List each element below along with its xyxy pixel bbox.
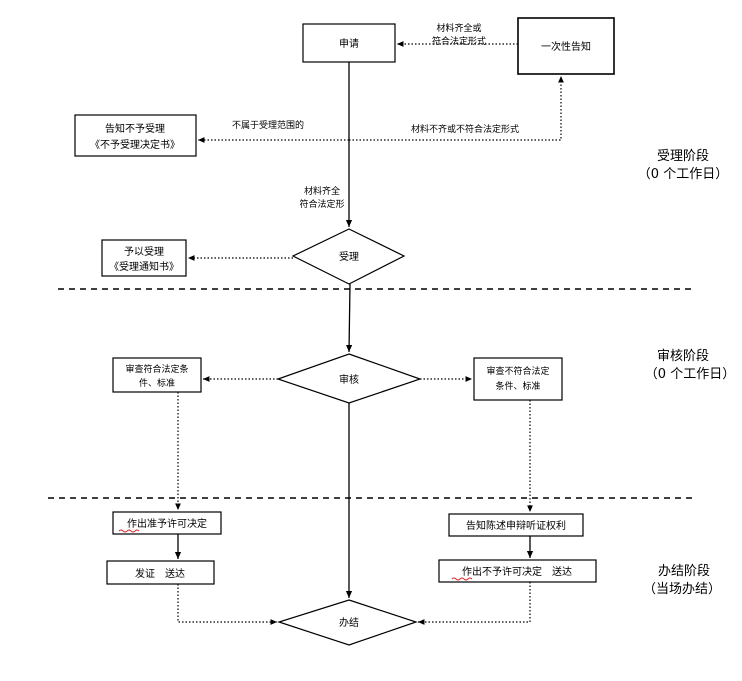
reject-box [74, 114, 197, 157]
edge-issue-to-finish [177, 584, 277, 625]
stage-review-title: 审核阶段 [657, 349, 709, 364]
accept-notice-box [101, 239, 187, 277]
edge-label-complete-top-2: 符合法定形式 [432, 35, 486, 47]
accept-diamond [291, 228, 406, 285]
edge-label-out-of-scope: 不属于受理范围的 [232, 119, 304, 131]
notify-once-label: 一次性告知 [541, 40, 591, 53]
inform-rights-label: 告知陈述申辩听证权利 [466, 519, 566, 532]
edge-incomplete-to-notify [349, 76, 564, 141]
apply-label: 申请 [339, 37, 359, 50]
grant-decision-label: 作出准予许可决定 [127, 517, 207, 530]
notify-once-box [517, 17, 615, 75]
grant-decision-box [112, 511, 222, 535]
edge-label-complete-1: 材料齐全 [304, 185, 340, 197]
edge-deny-to-finish [418, 582, 531, 625]
accept-notice-label-2: 《受理通知书》 [109, 260, 179, 273]
meets-criteria-label-2: 件、标准 [139, 377, 175, 389]
reject-label-2: 《不予受理决定书》 [90, 138, 180, 151]
stage-finish-title: 办结阶段 [658, 564, 710, 579]
review-diamond-label: 审核 [339, 373, 359, 386]
edge-label-incomplete-left: 材料不齐或不符合法定形式 [411, 123, 519, 135]
issue-cert-box [106, 560, 215, 585]
accept-diamond-label: 受理 [339, 251, 359, 263]
deny-decision-box [438, 559, 597, 583]
edge-label-complete-top-1: 材料齐全或 [436, 22, 481, 34]
stage-review-days: （0 个工作日） [645, 367, 735, 382]
not-meets-criteria-label-1: 审查不符合法定 [486, 365, 549, 377]
stage-finish-days: （当场办结） [643, 582, 721, 597]
not-meets-criteria-box [473, 357, 563, 401]
not-meets-criteria-label-2: 条件、标准 [495, 380, 540, 392]
finish-diamond [277, 599, 418, 646]
spellcheck-underline-1 [118, 529, 140, 533]
finish-diamond-label: 办结 [339, 616, 359, 629]
accept-notice-label-1: 予以受理 [124, 246, 164, 258]
spellcheck-underline-2 [451, 577, 473, 581]
deny-decision-label: 作出不予许可决定 送达 [462, 565, 572, 578]
issue-cert-label: 发证 送达 [135, 567, 185, 580]
meets-criteria-label-1: 审查符合法定条 [125, 363, 188, 375]
stage-accept-title: 受理阶段 [657, 149, 709, 164]
meets-criteria-box [112, 357, 202, 393]
inform-rights-box [448, 513, 584, 537]
reject-label-1: 告知不予受理 [105, 122, 165, 135]
stage-accept-days: （0 个工作日） [638, 167, 728, 182]
edge-label-complete-2: 符合法定形 [299, 198, 344, 210]
edge-accept-to-review [345, 283, 353, 353]
